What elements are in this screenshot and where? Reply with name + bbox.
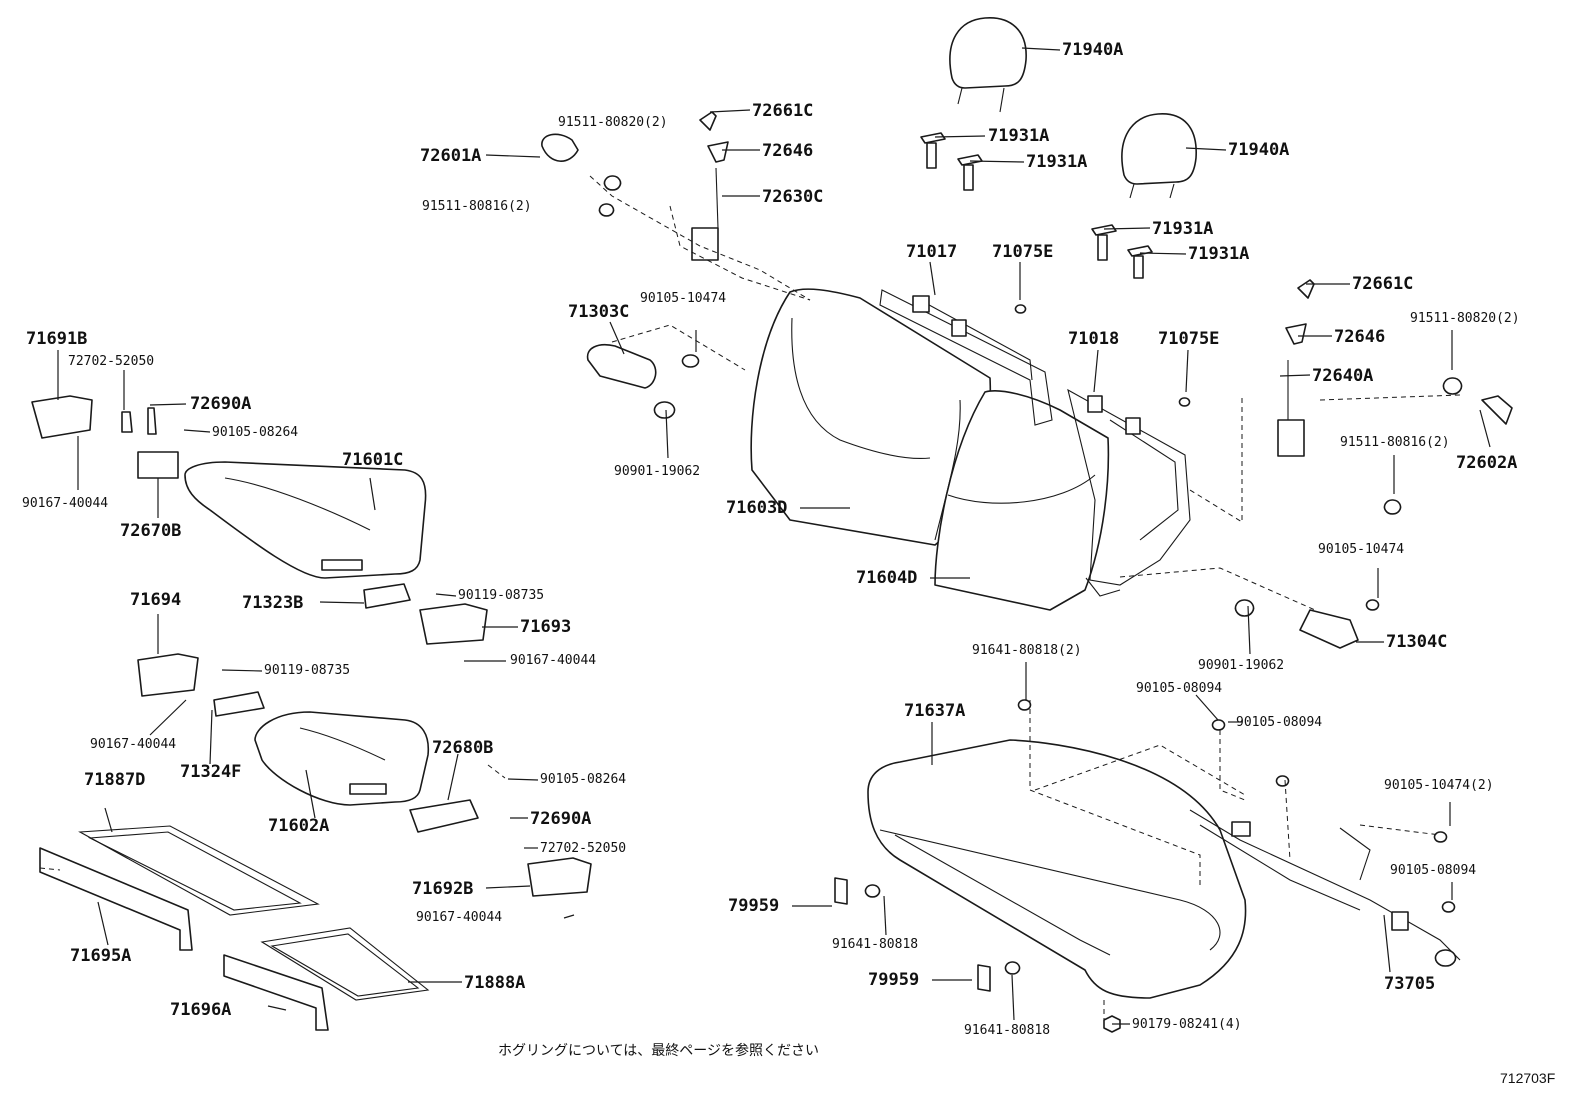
label-71887d[interactable]: 71887D	[84, 770, 146, 790]
label-72670b[interactable]: 72670B	[120, 521, 182, 541]
label-72646-left[interactable]: 72646	[762, 141, 814, 161]
label-71931a-1[interactable]: 71931A	[988, 126, 1050, 146]
label-90105-10474-2[interactable]: 90105-10474(2)	[1384, 778, 1494, 793]
label-90105-10474-right[interactable]: 90105-10474	[1318, 542, 1405, 557]
label-71075e-left[interactable]: 71075E	[992, 242, 1054, 262]
label-71696a[interactable]: 71696A	[170, 1000, 232, 1020]
label-71601c[interactable]: 71601C	[342, 450, 404, 470]
label-71637a[interactable]: 71637A	[904, 701, 966, 721]
lock-right	[1277, 279, 1513, 515]
label-90179-08241[interactable]: 90179-08241(4)	[1132, 1017, 1242, 1032]
label-90105-08094-b[interactable]: 90105-08094	[1236, 715, 1323, 730]
label-72602a[interactable]: 72602A	[1456, 453, 1518, 473]
label-91511-80816-left[interactable]: 91511-80816(2)	[422, 199, 532, 214]
label-71695a[interactable]: 71695A	[70, 946, 132, 966]
label-90105-08094-c[interactable]: 90105-08094	[1390, 863, 1477, 878]
label-90167-40044-b[interactable]: 90167-40044	[510, 653, 597, 668]
seat-frame	[1189, 809, 1461, 967]
label-71075e-right[interactable]: 71075E	[1158, 329, 1220, 349]
seatback-frame-right	[1067, 388, 1191, 597]
label-72702-52050-top[interactable]: 72702-52050	[68, 354, 155, 369]
label-90105-08094-a[interactable]: 90105-08094	[1136, 681, 1223, 696]
leader-lines	[57, 47, 1491, 1025]
label-71693[interactable]: 71693	[520, 617, 572, 637]
label-91511-80820-left[interactable]: 91511-80820(2)	[558, 115, 668, 130]
label-71324f[interactable]: 71324F	[180, 762, 242, 782]
armrest-frames	[39, 825, 430, 1031]
label-72640a[interactable]: 72640A	[1312, 366, 1374, 386]
headrest-guides	[920, 132, 1153, 279]
headrest-right	[1121, 113, 1197, 199]
label-71940a-upper[interactable]: 71940A	[1062, 40, 1124, 60]
label-72690a-top[interactable]: 72690A	[190, 394, 252, 414]
label-90119-08735-b[interactable]: 90119-08735	[264, 663, 351, 678]
armrest-upper	[184, 461, 427, 579]
label-90119-08735-a[interactable]: 90119-08735	[458, 588, 545, 603]
label-71018[interactable]: 71018	[1068, 329, 1120, 349]
label-90105-08264-top[interactable]: 90105-08264	[212, 425, 299, 440]
label-79959-a[interactable]: 79959	[728, 896, 780, 916]
label-72630c[interactable]: 72630C	[762, 187, 824, 207]
label-91641-80818-a[interactable]: 91641-80818	[832, 937, 919, 952]
label-71602a[interactable]: 71602A	[268, 816, 330, 836]
lock-left	[541, 111, 729, 261]
label-71931a-2[interactable]: 71931A	[1026, 152, 1088, 172]
label-72690a-bottom[interactable]: 72690A	[530, 809, 592, 829]
label-90105-10474-left[interactable]: 90105-10474	[640, 291, 727, 306]
label-79959-b[interactable]: 79959	[868, 970, 920, 990]
figure-code: 712703F	[1500, 1070, 1556, 1086]
label-71940a-lower[interactable]: 71940A	[1228, 140, 1290, 160]
label-90901-19062-left[interactable]: 90901-19062	[614, 464, 701, 479]
label-91511-80820-right[interactable]: 91511-80820(2)	[1410, 311, 1520, 326]
armrest-covers	[31, 395, 592, 897]
label-72661c-right[interactable]: 72661C	[1352, 274, 1414, 294]
label-71604d[interactable]: 71604D	[856, 568, 918, 588]
label-72646-right[interactable]: 72646	[1334, 327, 1386, 347]
assembly-guides	[39, 175, 1461, 1020]
label-90167-40044-d[interactable]: 90167-40044	[416, 910, 503, 925]
label-91641-80818-2[interactable]: 91641-80818(2)	[972, 643, 1082, 658]
label-90167-40044-a[interactable]: 90167-40044	[22, 496, 109, 511]
armrest-brackets	[121, 407, 479, 833]
label-71323b[interactable]: 71323B	[242, 593, 304, 613]
label-90167-40044-c[interactable]: 90167-40044	[90, 737, 177, 752]
hinge-left-upper	[586, 344, 700, 419]
label-71931a-3[interactable]: 71931A	[1152, 219, 1214, 239]
hog-ring-note: ホグリングについては、最終ページを参照ください	[498, 1043, 820, 1059]
label-71303c[interactable]: 71303C	[568, 302, 630, 322]
label-73705[interactable]: 73705	[1384, 974, 1436, 994]
label-71691b[interactable]: 71691B	[26, 329, 88, 349]
label-90901-19062-right[interactable]: 90901-19062	[1198, 658, 1285, 673]
seat-cushion	[867, 739, 1247, 999]
small-fasteners	[834, 304, 1456, 1033]
label-71304c[interactable]: 71304C	[1386, 632, 1448, 652]
label-71692b[interactable]: 71692B	[412, 879, 474, 899]
label-72661c-left[interactable]: 72661C	[752, 101, 814, 121]
label-71888a[interactable]: 71888A	[464, 973, 526, 993]
label-72680b[interactable]: 72680B	[432, 738, 494, 758]
label-90105-08264-bottom[interactable]: 90105-08264	[540, 772, 627, 787]
label-71931a-4[interactable]: 71931A	[1188, 244, 1250, 264]
label-91641-80818-b[interactable]: 91641-80818	[964, 1023, 1051, 1038]
seatback-frame-left	[879, 289, 1053, 426]
label-72601a[interactable]: 72601A	[420, 146, 482, 166]
label-71603d[interactable]: 71603D	[726, 498, 788, 518]
seatback-right	[934, 390, 1110, 611]
label-71017[interactable]: 71017	[906, 242, 958, 262]
label-72702-52050-bottom[interactable]: 72702-52050	[540, 841, 627, 856]
hinge-right-lower	[1234, 599, 1380, 649]
label-71694[interactable]: 71694	[130, 590, 182, 610]
label-91511-80816-right[interactable]: 91511-80816(2)	[1340, 435, 1450, 450]
headrest-left	[949, 17, 1027, 113]
armrest-lower	[254, 711, 430, 806]
